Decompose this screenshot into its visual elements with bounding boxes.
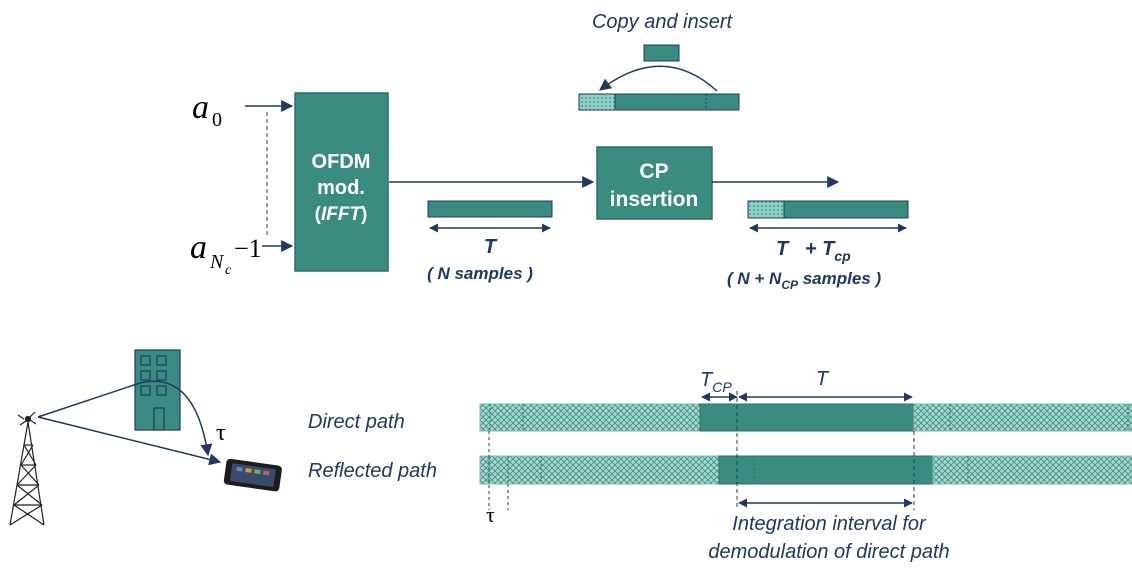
cp-label-line2: insertion [610, 188, 699, 211]
input-last-symbol: a [190, 229, 207, 266]
signal-paths: τ [37, 380, 226, 466]
copy-symbol-body [614, 93, 740, 111]
output-samples-label: ( N + NCP samples ) [727, 269, 881, 292]
output-symbol-body [783, 200, 909, 219]
reflected-next-symbol [932, 455, 1132, 485]
input-last-suffix: −1 [234, 234, 262, 263]
smartphone-icon [223, 458, 282, 492]
input-a0-symbol: a [192, 89, 209, 126]
ofdm-mod-block: OFDM mod. (IFFT) [294, 92, 389, 272]
building-icon [134, 349, 181, 431]
reflected-path-bar [479, 455, 1132, 485]
tau-delay-label: τ [486, 502, 495, 527]
reflected-path-line [139, 380, 213, 457]
symbol-duration-label: T [484, 236, 498, 258]
copied-tail-block [643, 44, 680, 62]
reflected-current-symbol [718, 455, 934, 485]
timing-markers: TCP T τ [486, 368, 915, 527]
integration-label-line2: demodulation of direct path [708, 541, 949, 563]
ofdm-label-line2: mod. [317, 177, 365, 199]
copy-symbol-bar [578, 93, 740, 111]
direct-current-symbol [699, 403, 915, 432]
input-anc-1: a N c −1 [190, 229, 262, 278]
output-duration-label: T + Tcp [776, 238, 851, 264]
cp-label-line1: CP [639, 160, 668, 183]
direct-next-symbol [913, 403, 1132, 432]
input-last-subscript-c: c [225, 263, 232, 278]
ofdm-label-line1: OFDM [312, 151, 371, 173]
symbol-samples-label: ( N samples ) [427, 264, 533, 283]
ofdm-ifft-text: IFFT [321, 204, 362, 225]
input-a0: a 0 [192, 89, 222, 131]
direct-path-line [37, 416, 222, 466]
direct-path-label: Direct path [308, 411, 405, 433]
t-label: T [816, 368, 830, 390]
cp-insertion-block: CP insertion [596, 146, 713, 220]
input-last-subscript-n: N [209, 251, 225, 273]
cell-tower-icon [9, 411, 45, 526]
copy-cp-prefix [578, 93, 616, 111]
path-to-building [37, 382, 141, 418]
integration-label-line1: Integration interval for [732, 513, 927, 535]
copy-insert-curve-arrow [599, 65, 718, 92]
ofdm-symbol-block [427, 200, 553, 218]
channel-delay-tau: τ [216, 420, 226, 446]
reflected-previous-symbol [479, 455, 720, 485]
output-cp-prefix [747, 200, 785, 219]
input-a0-subscript: 0 [212, 109, 222, 131]
direct-previous-symbol [479, 403, 701, 432]
ofdm-label-line3: (IFFT) [315, 204, 368, 225]
direct-path-bar [479, 403, 1132, 432]
tcp-label: TCP [700, 369, 732, 395]
output-symbol-bar [747, 200, 909, 219]
reflected-path-label: Reflected path [308, 460, 437, 482]
copy-insert-label: Copy and insert [592, 11, 734, 33]
